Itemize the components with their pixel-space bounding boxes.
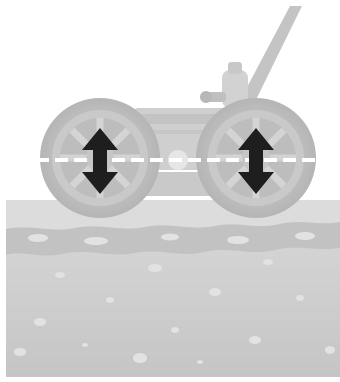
pebble <box>55 272 65 278</box>
pebble <box>133 353 147 363</box>
pebble <box>171 327 179 333</box>
ground-penetrating-radar-cart-icon <box>36 6 320 218</box>
pebble <box>84 237 108 245</box>
pebble <box>325 346 335 354</box>
pebble <box>28 234 48 242</box>
bolt-knob <box>200 91 212 103</box>
pebble <box>161 234 179 241</box>
pebble <box>14 348 26 356</box>
pebble <box>295 232 315 240</box>
pebble <box>227 236 249 244</box>
pebble <box>296 295 304 301</box>
pebble <box>209 288 221 296</box>
pebble <box>249 336 261 344</box>
soil-cross-section <box>6 200 340 377</box>
handle-cap <box>228 62 242 74</box>
pebble <box>34 318 46 326</box>
pebble <box>82 343 88 347</box>
pebble <box>263 259 273 265</box>
pebble <box>148 264 162 272</box>
pebble <box>197 360 203 364</box>
pebble <box>106 297 114 303</box>
